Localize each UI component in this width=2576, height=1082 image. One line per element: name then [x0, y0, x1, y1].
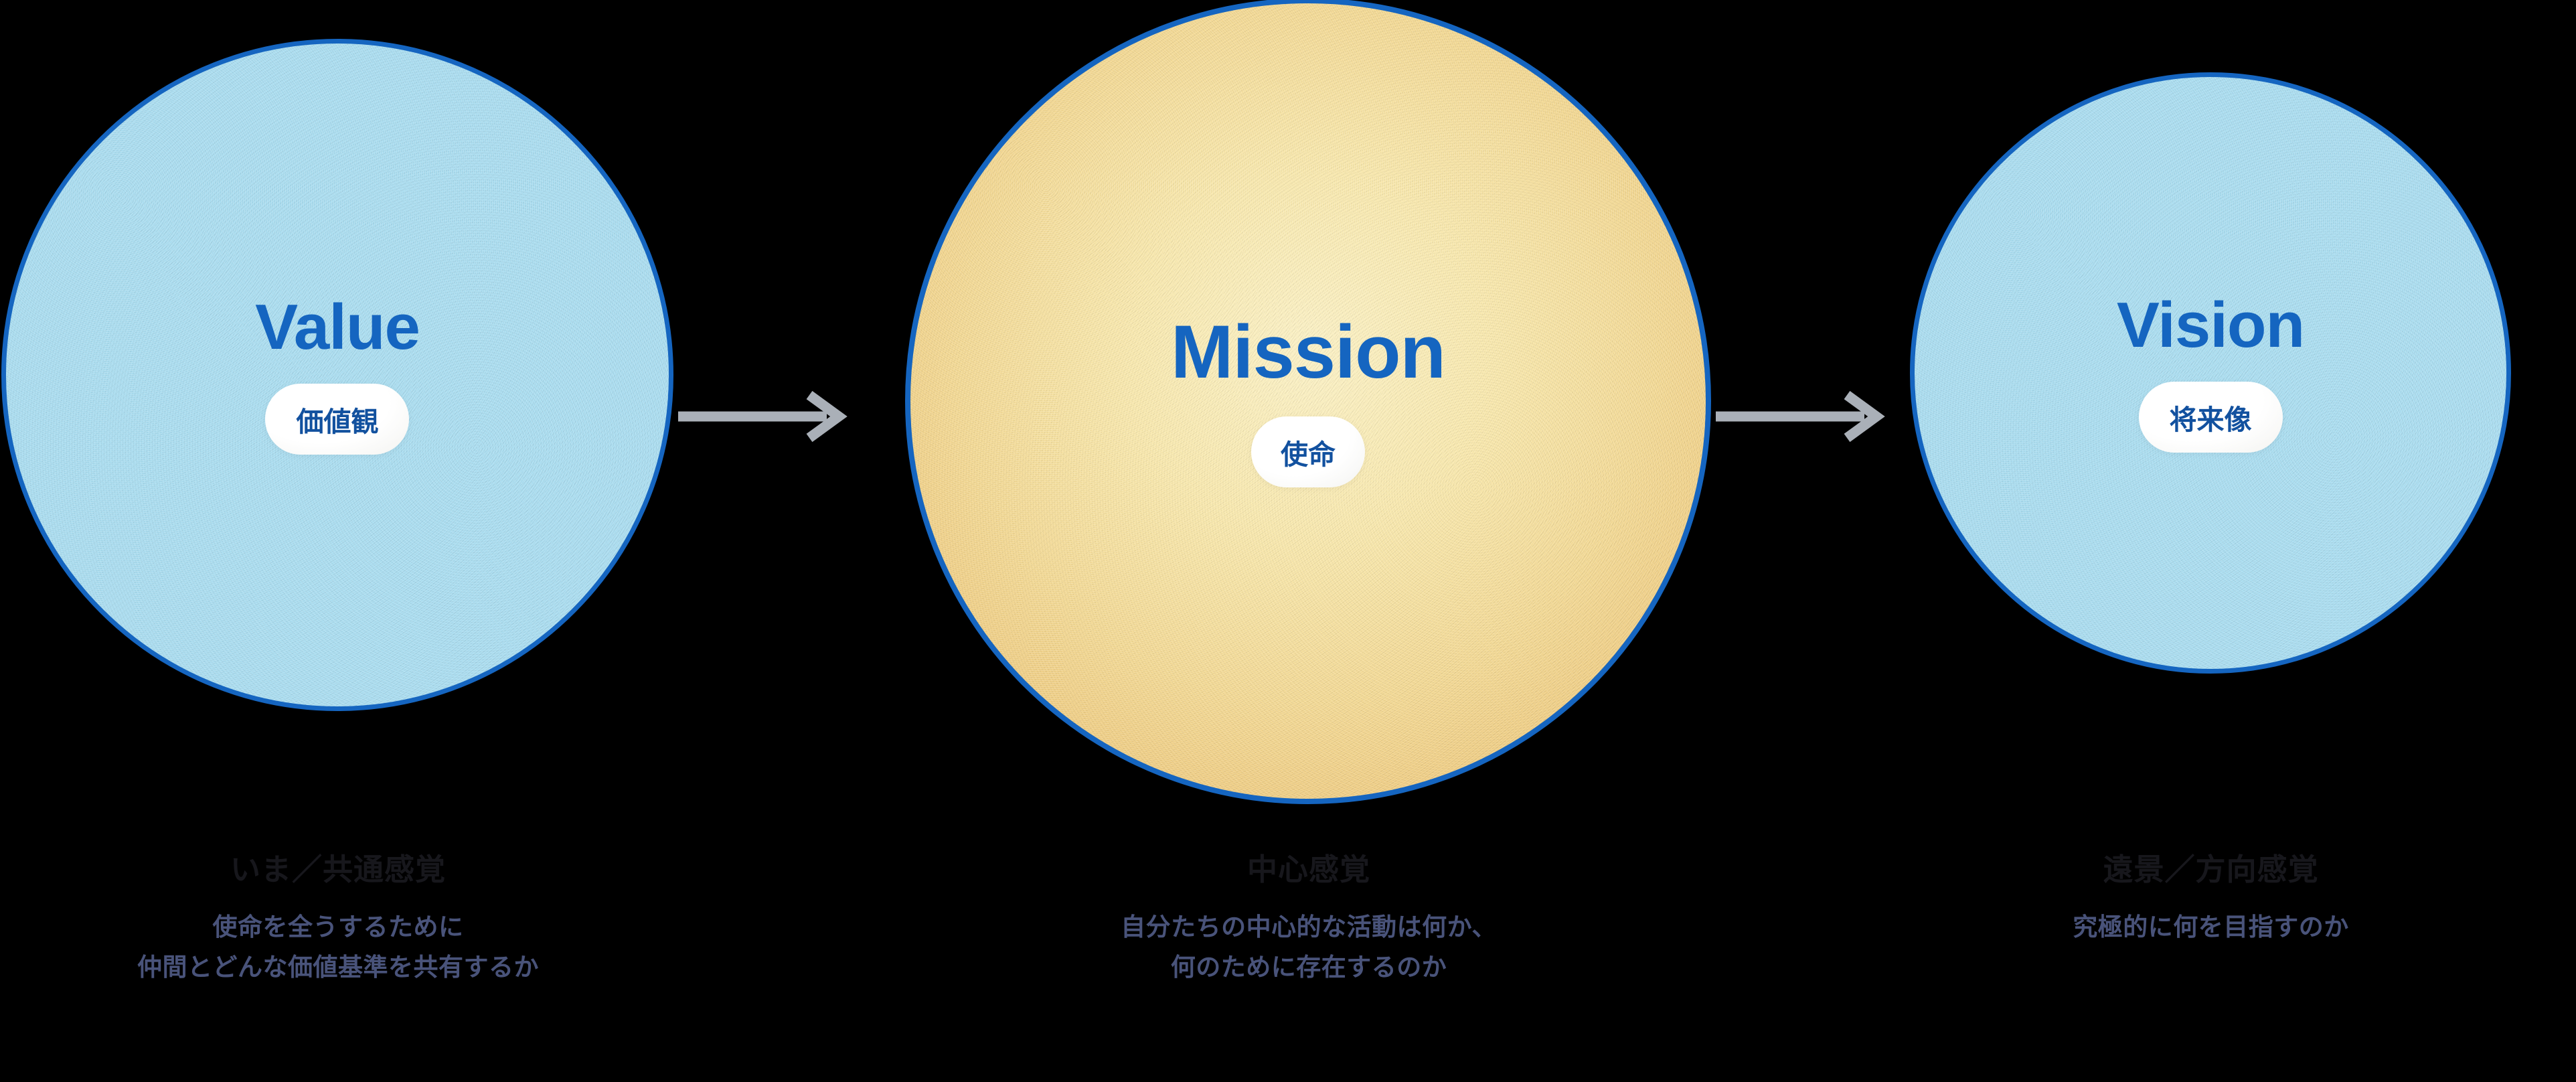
- mission-caption-line: 自分たちの中心的な活動は何か、: [1121, 913, 1497, 941]
- vision-caption-line: 究極的に何を目指すのか: [2073, 913, 2349, 941]
- vision-caption-heading: 遠景／方向感覚: [2103, 852, 2319, 886]
- value-caption-line: 仲間とどんな価値基準を共有するか: [137, 953, 539, 982]
- vision-badge: 将来像: [2138, 382, 2283, 453]
- vision-title: Vision: [2116, 289, 2305, 361]
- mission-badge: 使命: [1251, 416, 1365, 487]
- mission-title: Mission: [1171, 310, 1446, 394]
- value-caption-heading: いま／共通感覚: [230, 852, 446, 886]
- value-title: Value: [255, 291, 420, 363]
- value-caption-line: 使命を全うするために: [212, 913, 464, 941]
- mission-circle[interactable]: Mission 使命: [905, 0, 1711, 804]
- arrow-value-to-mission: [678, 390, 852, 443]
- mission-caption-heading: 中心感覚: [1246, 852, 1370, 886]
- mission-caption-body: 自分たちの中心的な活動は何か、 何のために存在するのか: [884, 907, 1734, 988]
- value-caption-body: 使命を全うするために 仲間とどんな価値基準を共有するか: [0, 907, 676, 988]
- mission-caption-line: 何のために存在するのか: [1170, 953, 1447, 982]
- vision-circle[interactable]: Vision 将来像: [1910, 72, 2511, 674]
- value-badge: 価値観: [265, 384, 410, 455]
- vision-caption-body: 究極的に何を目指すのか: [1901, 907, 2520, 947]
- arrow-mission-to-vision: [1716, 390, 1890, 443]
- value-caption: いま／共通感覚 使命を全うするために 仲間とどんな価値基準を共有するか: [0, 852, 676, 988]
- mission-caption: 中心感覚 自分たちの中心的な活動は何か、 何のために存在するのか: [884, 852, 1734, 988]
- value-circle[interactable]: Value 価値観: [1, 39, 673, 711]
- vision-caption: 遠景／方向感覚 究極的に何を目指すのか: [1901, 852, 2520, 947]
